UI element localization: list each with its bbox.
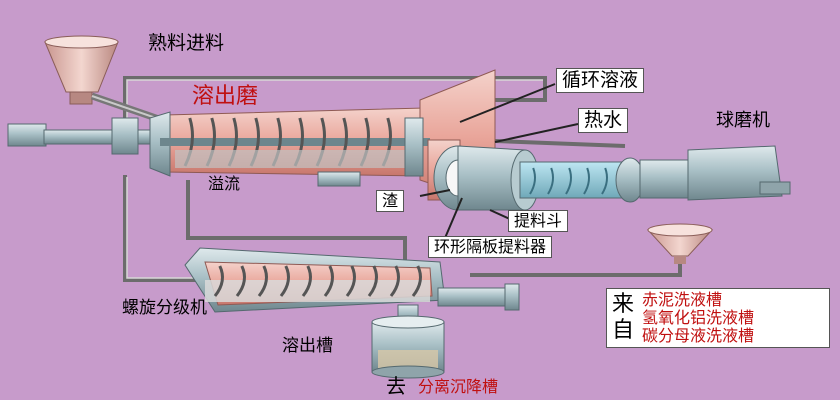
screw-flight [367,265,378,297]
spiral-classifier [184,247,520,313]
source-3-label: 碳分母液洗液槽 [642,326,755,345]
screw-flight [235,265,246,297]
drive-shaft [7,117,165,155]
hot-water-label: 热水 [578,108,629,133]
ring-lifter-label: 环形隔板提料器 [428,236,553,258]
source-2-label: 氢氧化铝洗液槽 [642,308,755,327]
screw-flight [213,265,224,297]
screw-flight [565,167,572,195]
feed-label: 熟料进料 [148,32,225,54]
screw-flight [323,265,334,297]
ball-mill [519,145,791,203]
spiral-classifier-label: 螺旋分级机 [122,298,207,318]
source-funnel [646,223,714,264]
source-1-label: 赤泥洗液槽 [642,290,723,309]
circulating-solution-label: 循环溶液 [556,68,645,93]
screw-flight [547,167,554,195]
residue-label: 渣 [376,190,405,212]
come-from-label: 来自 [612,292,635,343]
overflow-pipe [186,180,407,265]
screw-flight [601,167,608,195]
go-to-label: 去 [386,374,406,398]
screw-flight [257,265,268,297]
dissolution-mill-label: 溶出磨 [192,84,259,109]
circulating-loop-pipe [123,76,547,128]
pump [317,171,361,187]
separation-tank-label: 分离沉降槽 [418,377,499,396]
overflow-label: 溢流 [208,174,241,193]
screw-flight [583,167,590,195]
screw-flight [411,265,422,297]
screw-flight [345,265,356,297]
source-box [606,288,830,348]
dissolution-tank [371,304,445,379]
screw-flight [301,265,312,297]
screw-flight [279,265,290,297]
bucket-label: 提料斗 [508,210,569,232]
screw-flight [529,167,536,195]
dissolution-tank-label: 溶出槽 [282,336,333,356]
leader-lines [419,83,579,239]
screw-flight [389,265,400,297]
left-return-pipe [123,175,205,282]
source-feed-pipe [470,262,682,277]
ball-mill-label: 球磨机 [716,110,770,131]
